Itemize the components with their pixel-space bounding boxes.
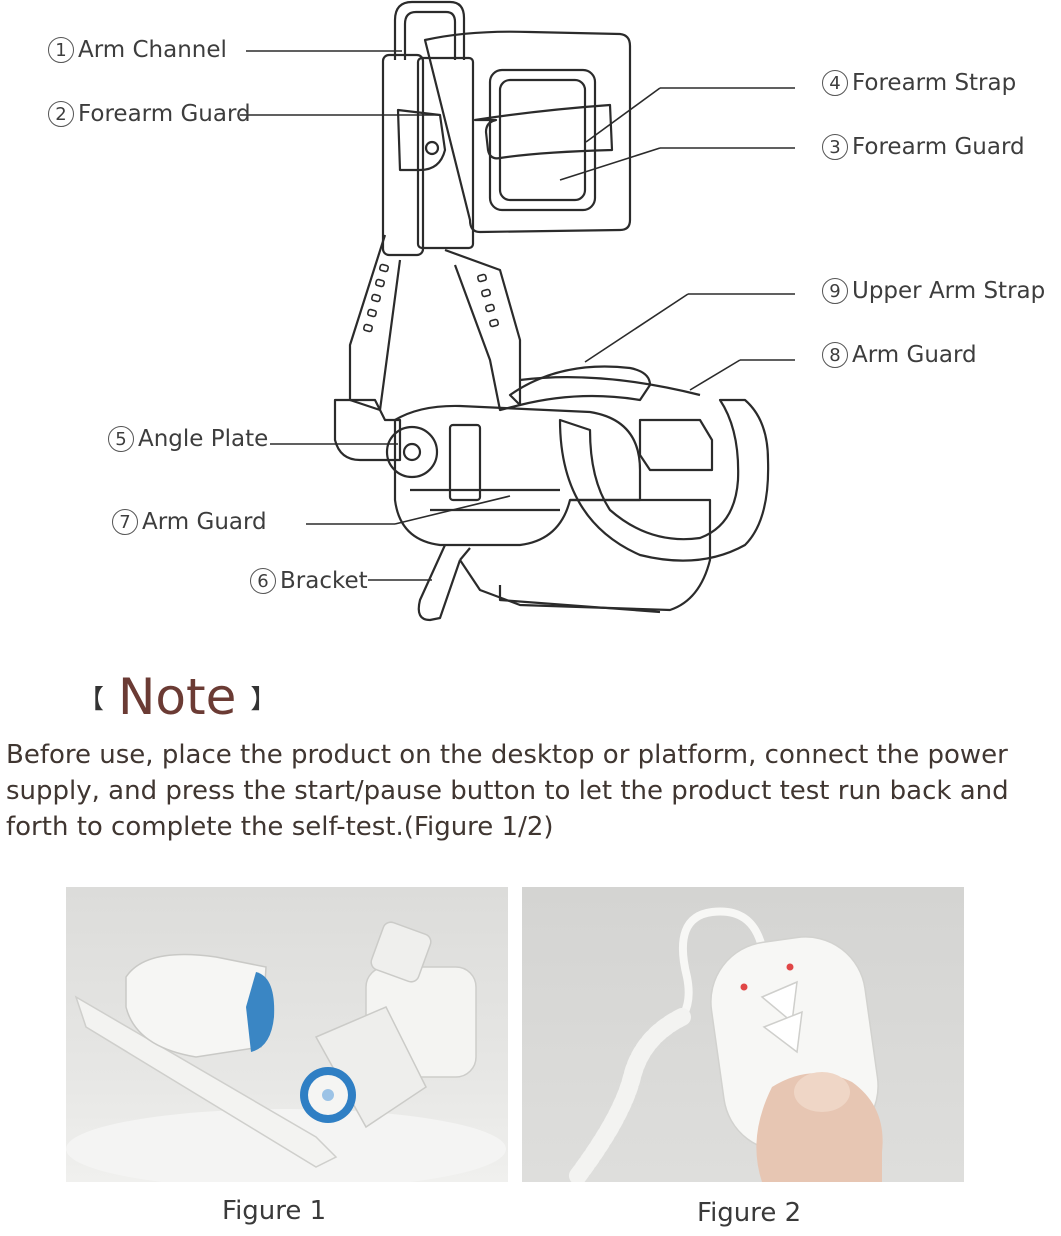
callout-number: 9: [822, 278, 848, 304]
device-diagram: [240, 0, 795, 622]
callout-label: Arm Guard: [852, 342, 977, 368]
note-bracket-right: 】: [250, 684, 277, 715]
callout-number: 3: [822, 134, 848, 160]
callout-number: 2: [48, 101, 74, 127]
callout-label: Forearm Strap: [852, 70, 1017, 96]
callout-arm-guard-right: 8 Arm Guard: [822, 342, 977, 368]
callout-label: Bracket: [280, 568, 368, 594]
note-body: Before use, place the product on the des…: [6, 740, 1009, 842]
callout-number: 5: [108, 426, 134, 452]
callout-label: Arm Guard: [142, 509, 267, 535]
callout-angle-plate: 5 Angle Plate: [108, 426, 268, 452]
callout-label: Upper Arm Strap: [852, 278, 1046, 304]
note-heading: 【 Note 】: [64, 668, 290, 726]
figure-1-photo: [66, 887, 508, 1182]
callout-label: Arm Channel: [78, 37, 227, 63]
callout-number: 7: [112, 509, 138, 535]
callout-label: Forearm Guard: [852, 134, 1025, 160]
callout-label: Angle Plate: [138, 426, 269, 452]
note-title: Note: [118, 668, 237, 726]
figure-2-photo: [522, 887, 964, 1182]
note-bracket-left: 【: [78, 684, 105, 715]
callout-number: 4: [822, 70, 848, 96]
callout-upper-arm-strap: 9 Upper Arm Strap: [822, 278, 1045, 304]
callout-number: 8: [822, 342, 848, 368]
callout-forearm-guard-right: 3 Forearm Guard: [822, 134, 1025, 160]
callout-arm-guard-left: 7 Arm Guard: [112, 509, 267, 535]
figure-2-caption: Figure 2: [697, 1198, 802, 1228]
callout-number: 1: [48, 37, 74, 63]
callout-forearm-guard-left: 2 Forearm Guard: [48, 101, 251, 127]
callout-number: 6: [250, 568, 276, 594]
callout-label: Forearm Guard: [78, 101, 251, 127]
callout-arm-channel: 1 Arm Channel: [48, 37, 227, 63]
callout-forearm-strap: 4 Forearm Strap: [822, 70, 1016, 96]
callout-bracket: 6 Bracket: [250, 568, 368, 594]
figure-1-caption: Figure 1: [222, 1196, 327, 1226]
